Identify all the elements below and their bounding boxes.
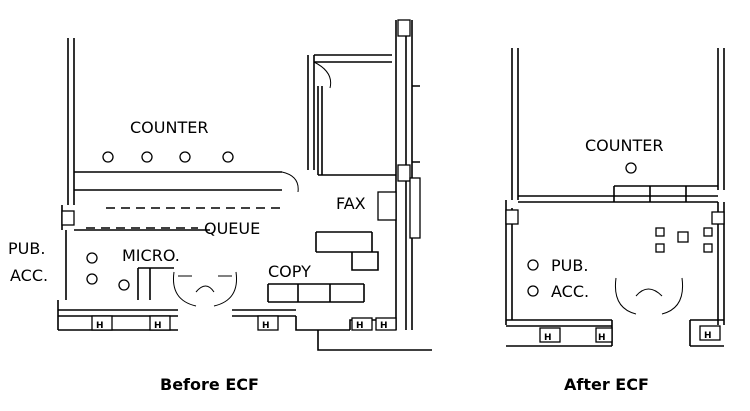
before-counter-line bbox=[74, 171, 282, 191]
chair-icon bbox=[86, 273, 98, 285]
chair-icon bbox=[118, 279, 130, 291]
chair-icon bbox=[86, 252, 98, 264]
micro-label: MICRO. bbox=[122, 246, 180, 265]
column-icon bbox=[409, 177, 421, 239]
copy-label: COPY bbox=[268, 262, 311, 281]
svg-text:H: H bbox=[598, 333, 606, 343]
svg-text:H: H bbox=[262, 321, 270, 331]
before-door-swing-icon bbox=[281, 61, 332, 193]
copy-counter bbox=[267, 283, 365, 303]
after-pub-label: PUB. bbox=[551, 256, 588, 275]
before-counter-label: COUNTER bbox=[130, 118, 208, 137]
after-workstations bbox=[527, 162, 713, 297]
svg-text:H: H bbox=[154, 321, 162, 331]
chair-icon bbox=[655, 243, 665, 253]
chair-icon bbox=[141, 151, 153, 163]
column-icon bbox=[711, 211, 725, 225]
after-right-wall bbox=[717, 48, 725, 325]
after-counter-line bbox=[518, 185, 718, 203]
chair-icon bbox=[179, 151, 191, 163]
chair-icon bbox=[222, 151, 234, 163]
before-acc-label: ACC. bbox=[10, 266, 48, 285]
fax-label: FAX bbox=[336, 194, 366, 213]
after-door-swing-icon bbox=[614, 277, 684, 315]
before-door-swing-icon bbox=[172, 271, 238, 307]
svg-text:H: H bbox=[356, 321, 364, 331]
after-ecf-plan: H H H COUNTER PUB. ACC. After ECF bbox=[505, 48, 725, 394]
micro-counter bbox=[137, 267, 174, 300]
svg-text:H: H bbox=[704, 331, 712, 341]
column-icon bbox=[61, 210, 75, 226]
before-pub-label: PUB. bbox=[8, 239, 45, 258]
svg-text:H: H bbox=[96, 321, 104, 331]
before-caption: Before ECF bbox=[160, 375, 259, 394]
chair-icon bbox=[527, 259, 539, 271]
chair-icon bbox=[655, 227, 665, 237]
after-caption: After ECF bbox=[564, 375, 649, 394]
chair-icon bbox=[703, 243, 713, 253]
chair-icon bbox=[703, 227, 713, 237]
desk bbox=[677, 231, 689, 243]
after-column-row: H H H bbox=[539, 325, 721, 343]
svg-text:H: H bbox=[544, 333, 552, 343]
before-left-wall bbox=[57, 38, 75, 330]
before-inner-wall bbox=[74, 229, 379, 271]
after-left-wall bbox=[505, 48, 519, 325]
before-room-right-wall bbox=[307, 55, 315, 170]
column-icon bbox=[505, 209, 519, 225]
before-ecf-plan: H H H H H COUNTER FAX QUEUE PUB. ACC. MI… bbox=[8, 19, 432, 394]
before-column-row: H H H H H bbox=[91, 315, 397, 331]
before-chairs bbox=[86, 151, 234, 291]
after-bottom-wall bbox=[506, 319, 724, 347]
queue-label: QUEUE bbox=[204, 219, 260, 238]
svg-text:H: H bbox=[380, 321, 388, 331]
after-acc-label: ACC. bbox=[551, 282, 589, 301]
chair-icon bbox=[625, 162, 637, 174]
column-icon bbox=[397, 164, 411, 182]
after-counter-label: COUNTER bbox=[585, 136, 663, 155]
column-icon bbox=[397, 19, 411, 37]
fax-machine bbox=[377, 191, 397, 221]
chair-icon bbox=[527, 285, 539, 297]
chair-icon bbox=[102, 151, 114, 163]
